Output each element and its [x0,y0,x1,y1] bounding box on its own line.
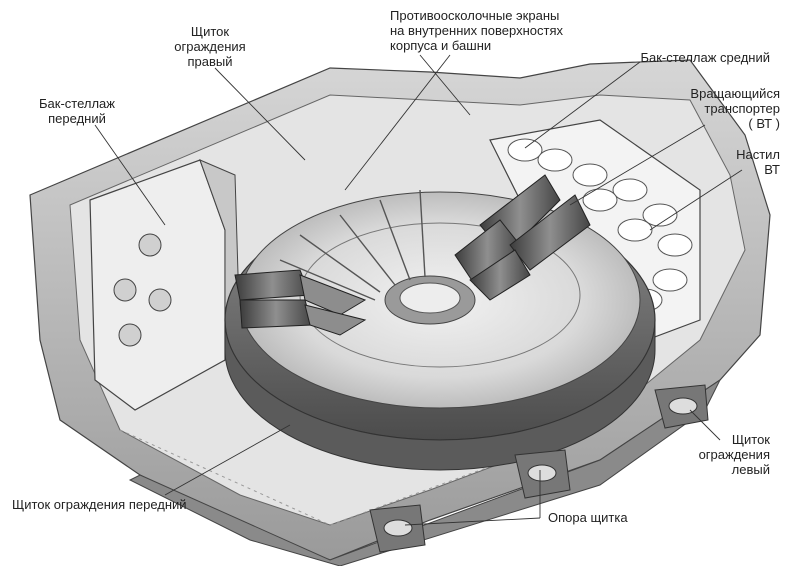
label-rotating-conveyor: Вращающийся транспортер ( ВТ ) [690,86,780,131]
guard-support-brackets [369,384,709,553]
label-spall-screens: Противоосколочные экраны на внутренних п… [390,8,563,53]
label-front-tank-rack: Бак-стеллаж передний [39,96,115,126]
rotating-conveyor-shape [224,189,656,471]
label-right-guard: Щиток ограждения правый [174,24,246,69]
label-guard-support: Опора щитка [548,510,628,525]
label-left-guard: Щиток ограждения левый [698,432,770,477]
shell-group-upper [454,174,591,301]
shell-group-left [234,269,367,336]
label-middle-tank-rack: Бак-стеллаж средний [640,50,770,65]
label-conveyor-floor: Настил ВТ [736,147,780,177]
label-front-guard: Щиток ограждения передний [12,497,187,512]
leader-lines [94,54,743,526]
